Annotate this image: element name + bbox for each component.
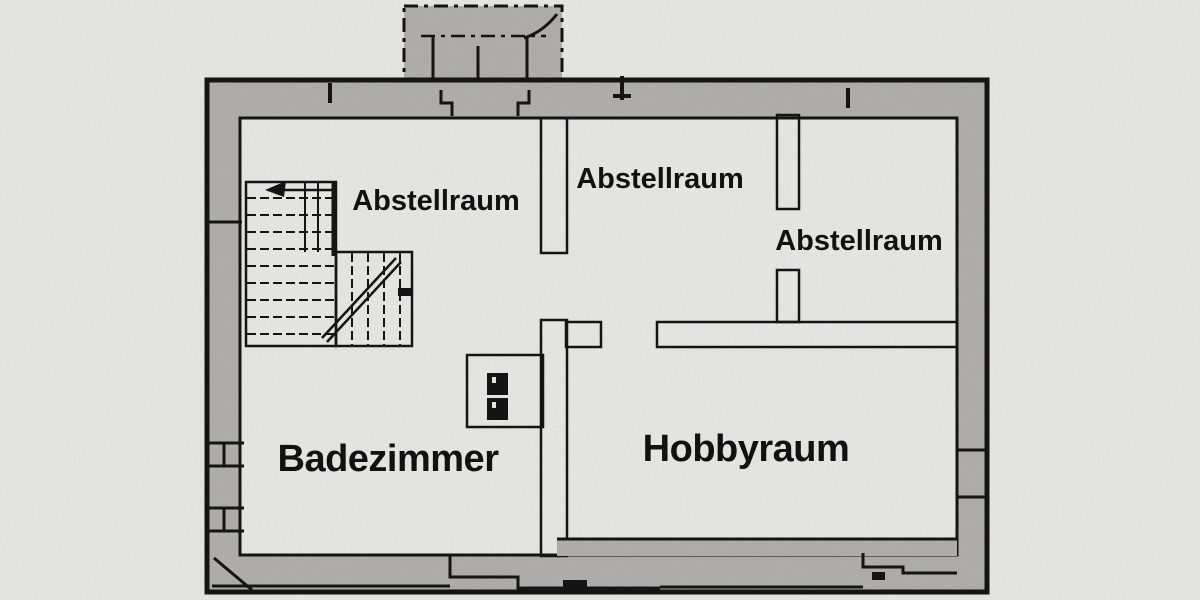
scan-noise-overlay bbox=[0, 0, 1200, 600]
floor-plan-drawing: Abstellraum Abstellraum Abstellraum Bade… bbox=[0, 0, 1200, 600]
floor-plan-scan: Abstellraum Abstellraum Abstellraum Bade… bbox=[0, 0, 1200, 600]
